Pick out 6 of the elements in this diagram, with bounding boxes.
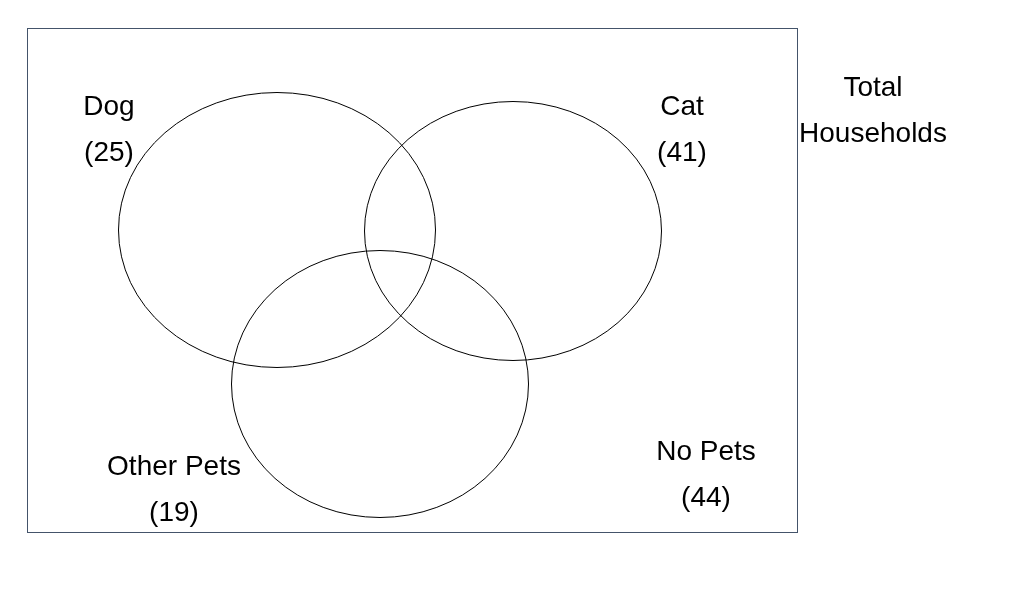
set-label: Cat (41) xyxy=(656,89,708,169)
set-label: Other Pets (19) xyxy=(106,449,242,529)
set-label: Dog (25) xyxy=(82,89,136,169)
universe-rectangle xyxy=(27,28,798,533)
set-title: Total Households xyxy=(798,70,948,150)
region-label: No Pets (44) xyxy=(655,434,757,514)
